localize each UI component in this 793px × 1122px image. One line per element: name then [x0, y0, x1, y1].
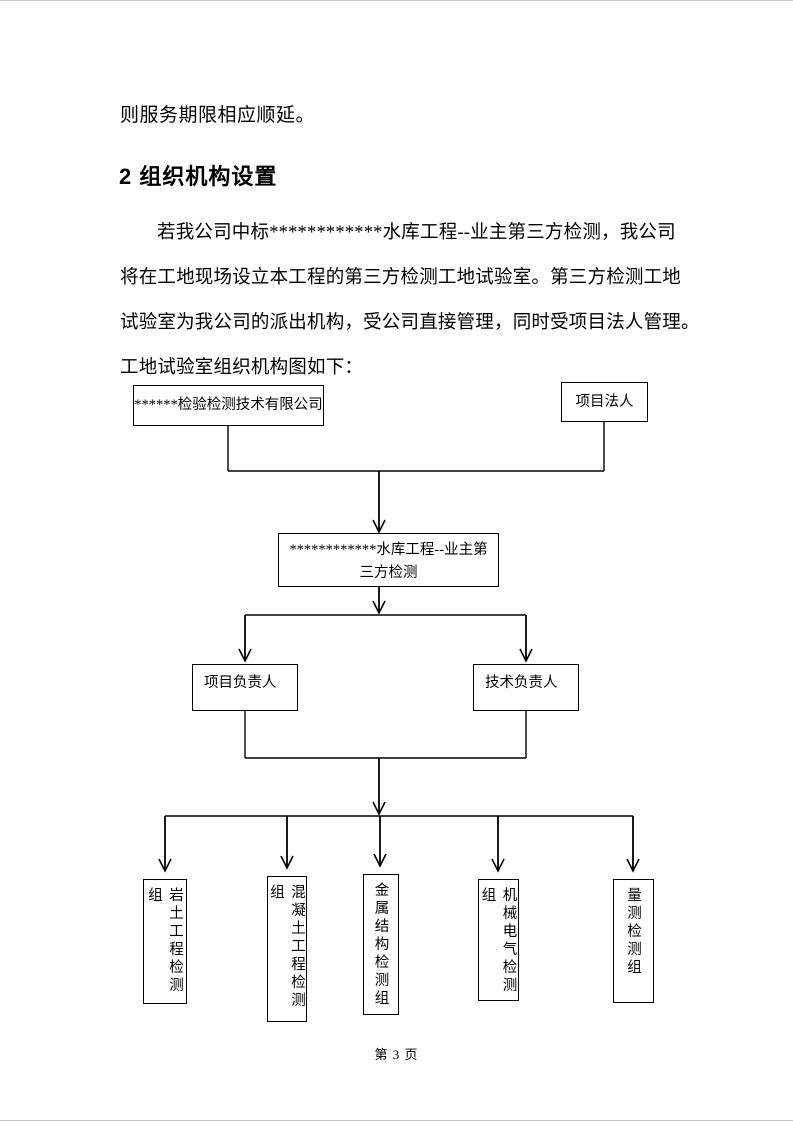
org-node-project-manager: 项目负责人	[192, 664, 298, 711]
org-node-group-survey: 量测检测组	[613, 879, 654, 1003]
org-node-group-geotech: 岩土工程检测组	[143, 879, 187, 1004]
org-node-owner: 项目法人	[561, 382, 648, 422]
org-node-group-mech-elec-label: 机械电气检测组	[479, 887, 517, 995]
org-node-owner-label: 项目法人	[575, 393, 634, 410]
org-node-technical-manager-label: 技术负责人	[485, 675, 558, 691]
page-top-edge	[0, 0, 793, 1]
org-node-group-metal-label: 金属结构检测组	[372, 882, 389, 1008]
org-node-company-label: ******检验检测技术有限公司	[134, 397, 323, 413]
org-node-group-concrete: 混凝土工程检测组	[267, 876, 307, 1022]
section-heading: 2 组织机构设置	[119, 164, 278, 189]
org-node-group-survey-label: 量测检测组	[625, 887, 641, 977]
org-node-project-manager-label: 项目负责人	[204, 675, 277, 691]
org-node-group-metal: 金属结构检测组	[363, 874, 399, 1015]
org-node-technical-manager: 技术负责人	[473, 664, 579, 711]
body-text-line: 则服务期限相应顺延。	[120, 105, 316, 126]
org-node-company: ******检验检测技术有限公司	[133, 385, 324, 426]
org-node-group-concrete-label: 混凝土工程检测组	[268, 884, 305, 1010]
paragraph-line-4: 工地试验室组织机构图如下：	[120, 358, 364, 378]
org-node-project-label: ************水库工程--业主第三方检测	[289, 542, 488, 581]
paragraph-line-2: 将在工地现场设立本工程的第三方检测工地试验室。第三方检测工地	[120, 268, 682, 288]
paragraph-line-3: 试验室为我公司的派出机构，受公司直接管理，同时受项目法人管理。	[120, 313, 700, 333]
page-number: 第 3 页	[374, 1047, 419, 1062]
org-node-group-geotech-label: 岩土工程检测组	[146, 887, 183, 995]
org-node-project: ************水库工程--业主第三方检测	[278, 533, 499, 587]
paragraph-line-1: 若我公司中标************水库工程--业主第三方检测，我公司	[157, 223, 676, 243]
body-paragraph: 若我公司中标************水库工程--业主第三方检测，我公司 将在工地…	[120, 211, 700, 391]
org-node-group-mech-elec: 机械电气检测组	[478, 879, 519, 1001]
page-bottom-edge	[0, 1120, 793, 1121]
